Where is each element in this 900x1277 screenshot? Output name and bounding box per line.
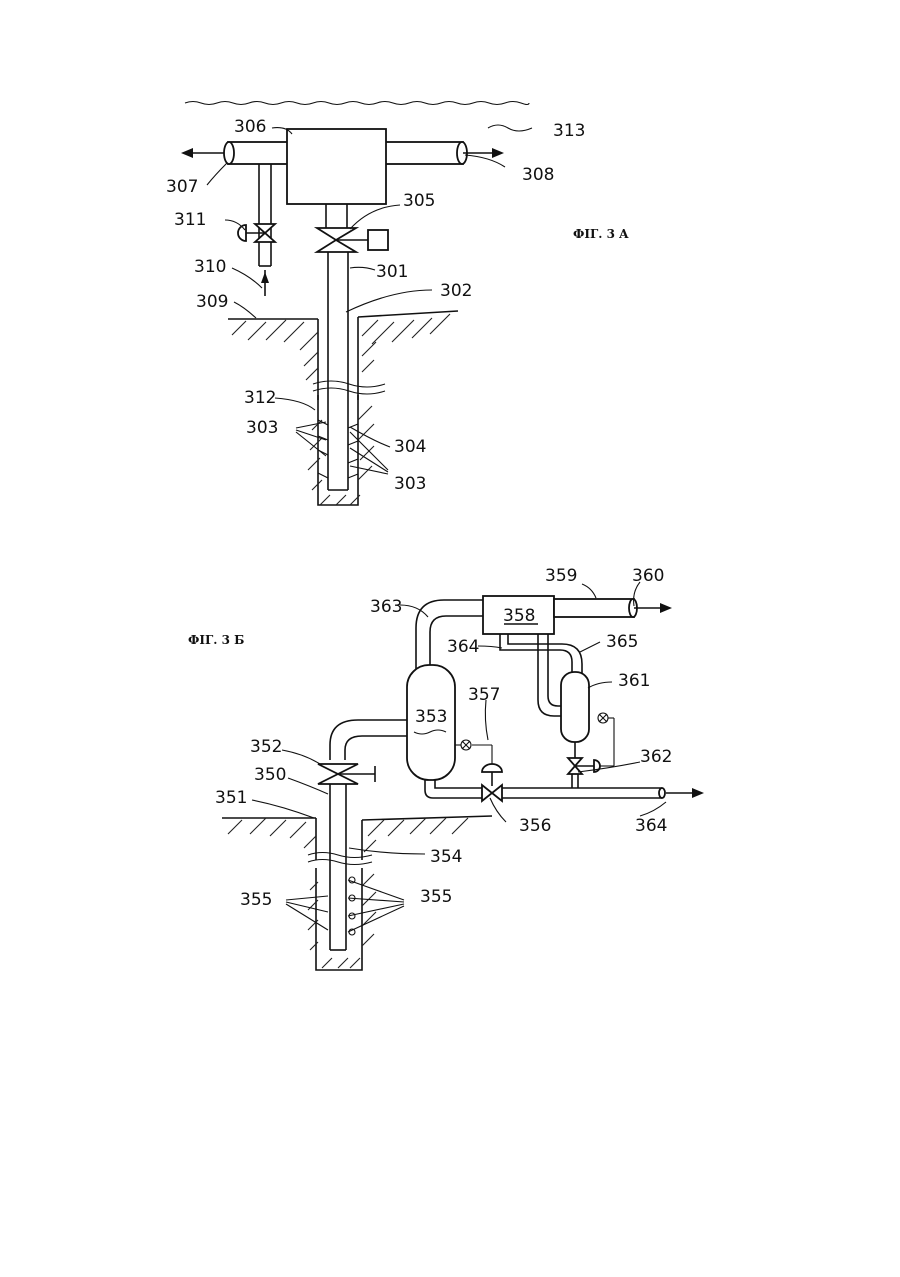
label-353: 353: [415, 707, 447, 727]
label-360: 360: [632, 566, 664, 586]
label-307: 307: [166, 177, 198, 197]
label-350: 350: [254, 765, 286, 785]
label-303-right: 303: [394, 474, 426, 494]
label-357: 357: [468, 685, 500, 705]
label-308: 308: [522, 165, 554, 185]
label-362: 362: [640, 747, 672, 767]
water-surface: [185, 102, 529, 105]
label-363: 363: [370, 597, 402, 617]
pipe-left-307: [181, 142, 288, 164]
label-313: 313: [553, 121, 585, 141]
leader-lines-3b: [252, 582, 666, 854]
label-301: 301: [376, 262, 408, 282]
valve-352: [318, 764, 375, 784]
label-309: 309: [196, 292, 228, 312]
label-351: 351: [215, 788, 247, 808]
label-356: 356: [519, 816, 551, 836]
label-310: 310: [194, 257, 226, 277]
caption-fig-3b: ФIГ. 3 Б: [188, 633, 244, 647]
label-302: 302: [440, 281, 472, 301]
perforations-303-304: [296, 420, 388, 478]
well-pipe-301: [313, 204, 388, 490]
label-355-right: 355: [420, 887, 452, 907]
label-364-top: 364: [447, 637, 479, 657]
pipe-359: [554, 599, 672, 617]
label-358: 358: [503, 606, 535, 626]
label-311: 311: [174, 210, 206, 230]
figure-3b: 359 360 363 358 ФIГ. 3 Б 364 365 361 357…: [188, 566, 704, 970]
label-312: 312: [244, 388, 276, 408]
label-365: 365: [606, 632, 638, 652]
box-306: [287, 129, 386, 204]
label-355-left: 355: [240, 890, 272, 910]
label-306: 306: [234, 117, 266, 137]
label-361: 361: [618, 671, 650, 691]
label-354: 354: [430, 847, 462, 867]
perforations-355: [286, 877, 404, 935]
caption-fig-3a: ФIГ. 3 A: [573, 227, 629, 241]
label-303-left: 303: [246, 418, 278, 438]
label-359: 359: [545, 566, 577, 586]
pipe-right-308: [385, 142, 504, 164]
pipe-363: [416, 600, 483, 672]
label-305: 305: [403, 191, 435, 211]
figure-3a: 306 313 308 307 305 311 ФIГ. 3 A 310 301…: [166, 102, 629, 506]
label-304: 304: [394, 437, 426, 457]
branch-pipe-310: [238, 164, 275, 296]
pipe-wellhead-to-353: [330, 720, 407, 760]
label-364-right: 364: [635, 816, 667, 836]
label-352: 352: [250, 737, 282, 757]
